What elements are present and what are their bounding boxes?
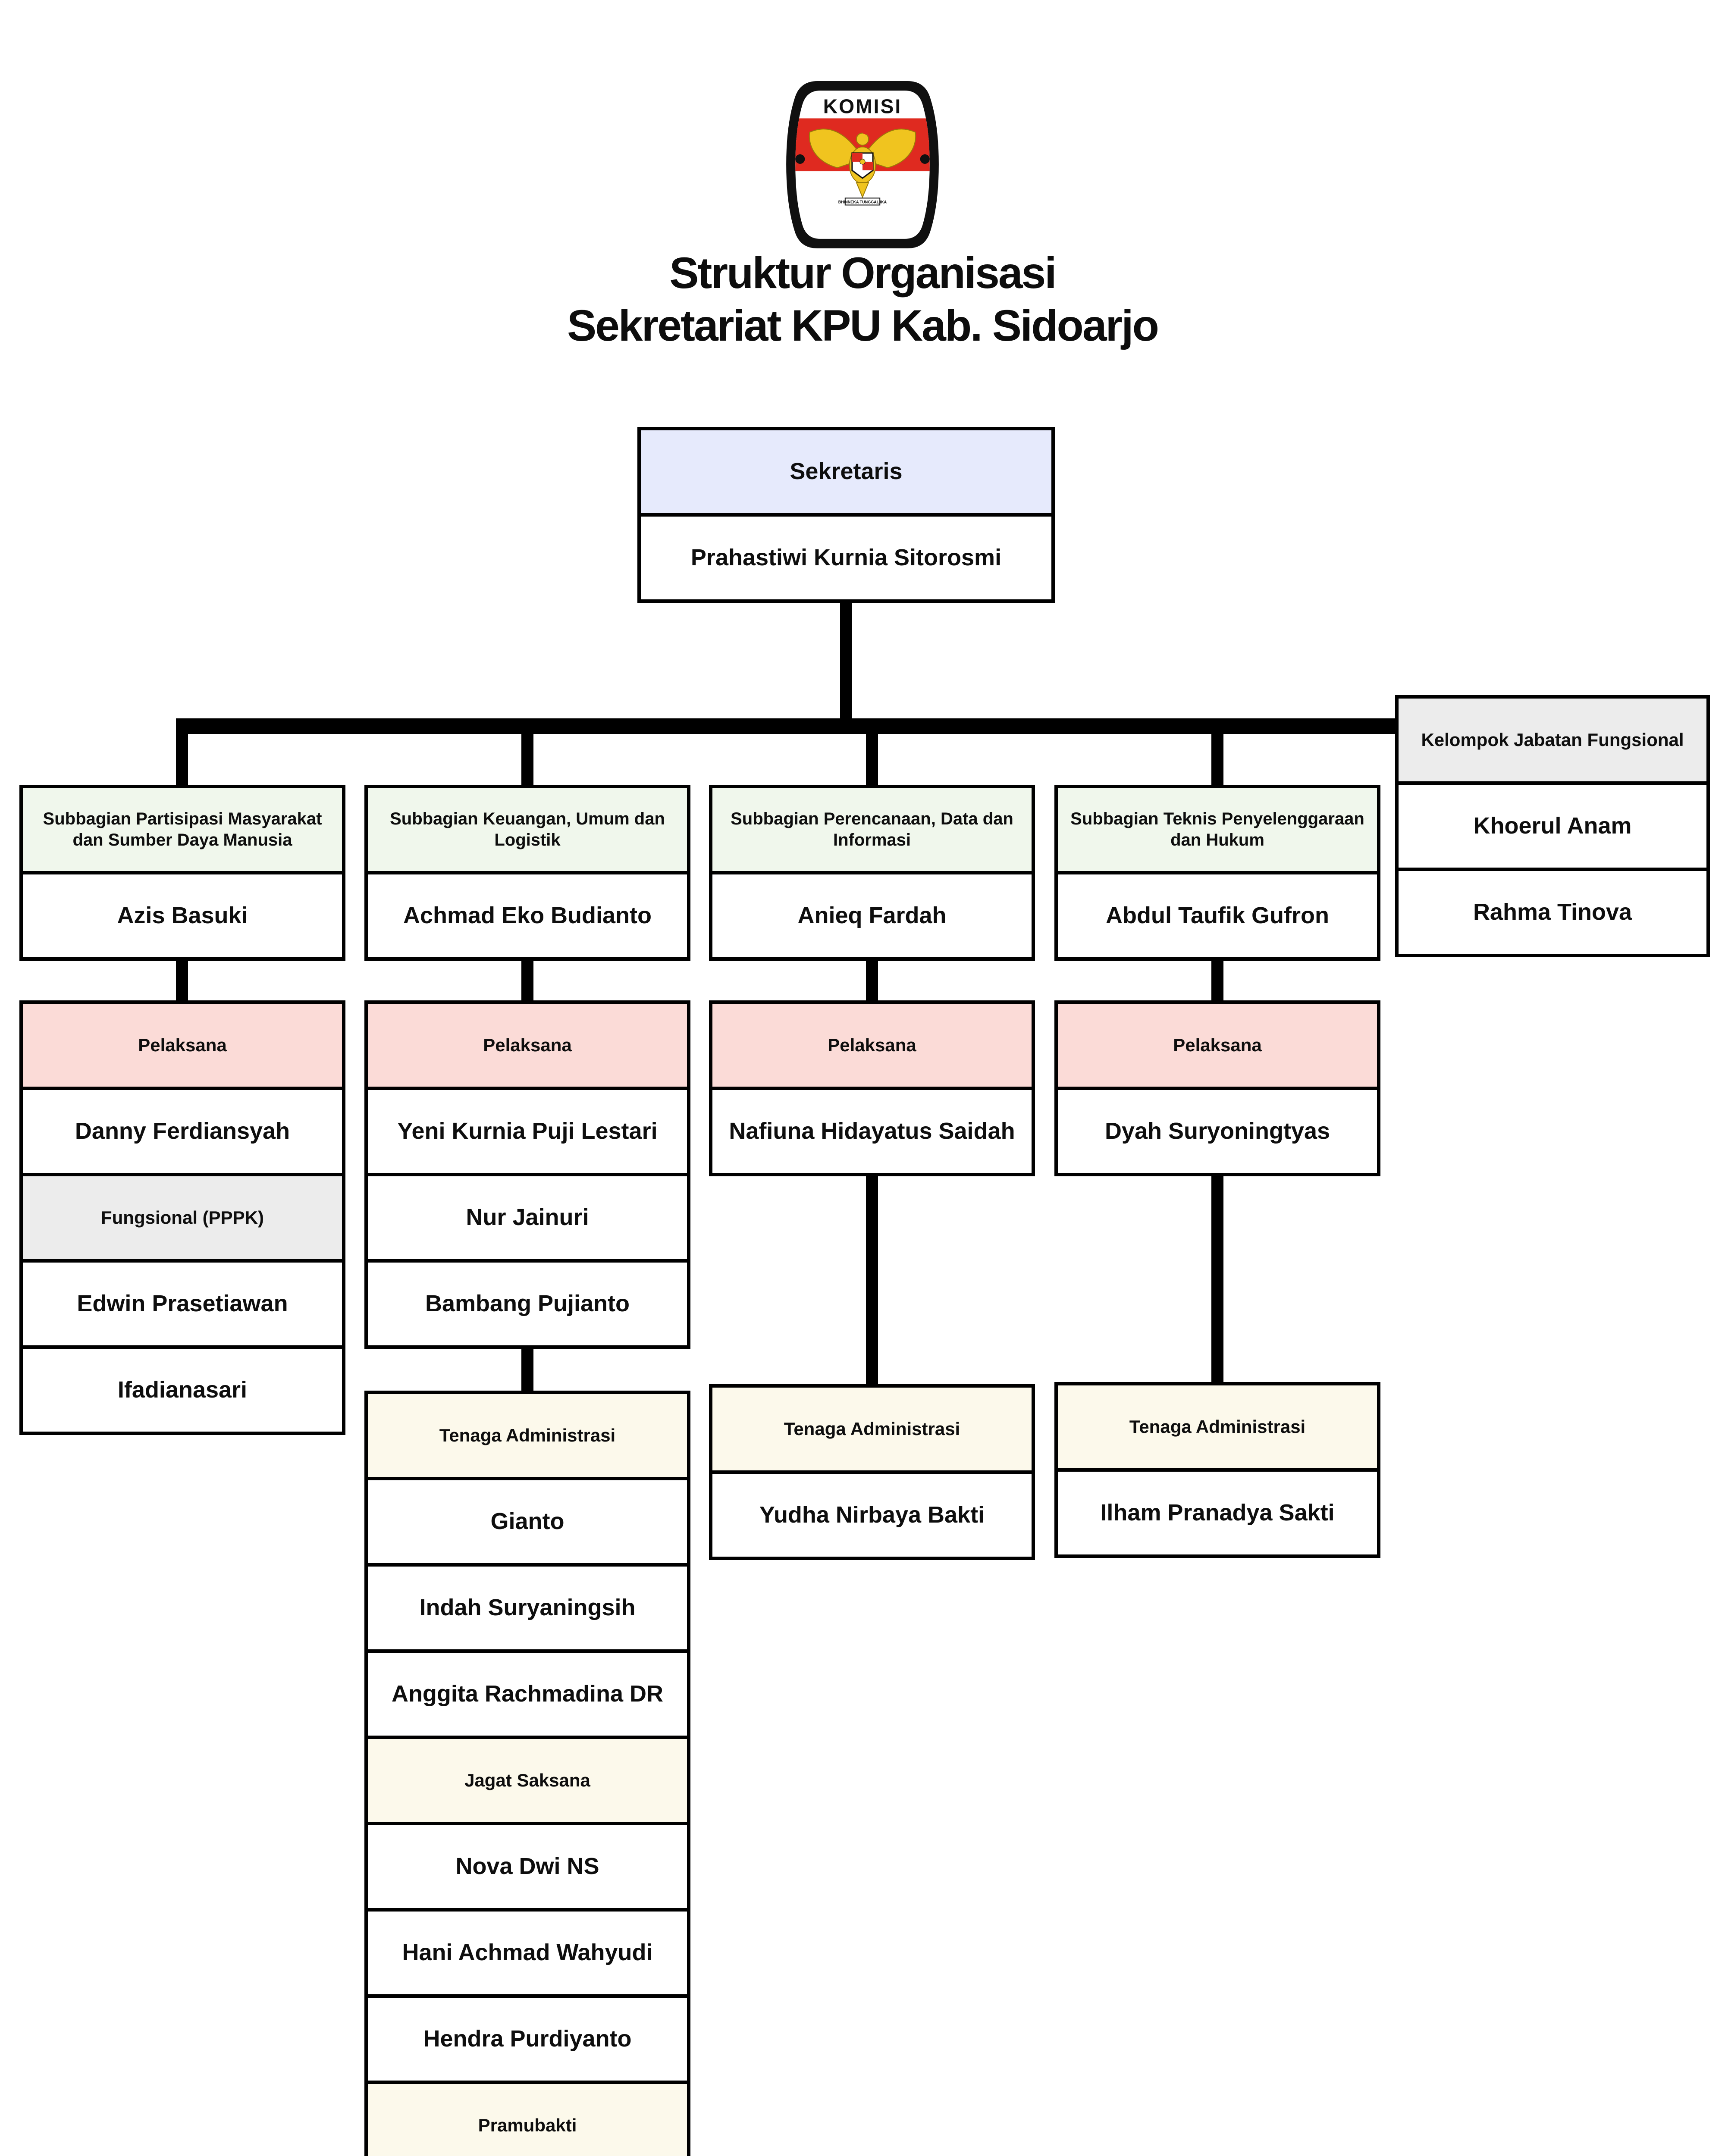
person-name-cell: Yeni Kurnia Puji Lestari (364, 1087, 690, 1176)
sekretaris-name-cell: Prahastiwi Kurnia Sitorosmi (637, 513, 1055, 603)
column-subbagian-partisipasi: Subbagian Partisipasi Masyarakat dan Sum… (19, 785, 345, 961)
garuda-emblem: BHINNEKA TUNGGAL IKA (809, 128, 916, 206)
person-name-cell: Bambang Pujianto (364, 1259, 690, 1349)
person-name-cell: Khoerul Anam (1395, 781, 1710, 871)
person-name-cell: Rahma Tinova (1395, 868, 1710, 957)
column-subbagian-perencanaan: Subbagian Perencanaan, Data dan Informas… (709, 785, 1035, 961)
connector-stub-teknis (1211, 731, 1223, 787)
section-header-cell: Tenaga Administrasi (709, 1384, 1035, 1474)
section-header-cell: Pelaksana (709, 1000, 1035, 1090)
person-name-cell: Abdul Taufik Gufron (1054, 871, 1380, 961)
person-name-cell: Yudha Nirbaya Bakti (709, 1470, 1035, 1560)
section-header-cell: Subbagian Teknis Penyelenggaraan dan Huk… (1054, 785, 1380, 874)
connector-stub-tenaga-perencanaan (866, 1171, 878, 1388)
connector-horizontal-bar (176, 718, 1399, 734)
connector-trunk (840, 597, 852, 724)
logo-komisi-text: KOMISI (823, 95, 902, 117)
person-name-cell: Nur Jainuri (364, 1173, 690, 1263)
connector-stub-pelaksana-teknis (1211, 954, 1223, 1003)
connector-stub-tenaga-teknis (1211, 1171, 1223, 1385)
section-header-cell: Pelaksana (1054, 1000, 1380, 1090)
section-header-cell: Pelaksana (19, 1000, 345, 1090)
section-header-cell: Subbagian Partisipasi Masyarakat dan Sum… (19, 785, 345, 874)
sekretaris-role-cell: Sekretaris (637, 427, 1055, 517)
person-name-cell: Hani Achmad Wahyudi (364, 1908, 690, 1998)
person-name-cell: Azis Basuki (19, 871, 345, 961)
person-name-cell: Anieq Fardah (709, 871, 1035, 961)
column-subbagian-teknis: Subbagian Teknis Penyelenggaraan dan Huk… (1054, 785, 1380, 961)
logo-left-dot (795, 154, 805, 164)
page-title: Struktur Organisasi Sekretariat KPU Kab.… (0, 247, 1725, 352)
logo-right-dot (920, 154, 930, 164)
person-name-cell: Gianto (364, 1477, 690, 1567)
section-header-cell: Jagat Saksana (364, 1736, 690, 1825)
kpu-logo: KOMISI BHINNEKA TUNGGAL IKA PEMILIHAN UM… (786, 81, 939, 248)
person-name-cell: Nafiuna Hidayatus Saidah (709, 1087, 1035, 1176)
section-header-cell: Kelompok Jabatan Fungsional (1395, 695, 1710, 785)
connector-stub-tenaga-keuangan (521, 1344, 533, 1394)
connector-stub-pelaksana-partisipasi (176, 954, 188, 1003)
logo-motto-text: BHINNEKA TUNGGAL IKA (838, 200, 887, 204)
section-header-cell: Tenaga Administrasi (1054, 1382, 1380, 1472)
person-name-cell: Achmad Eko Budianto (364, 871, 690, 961)
section-header-cell: Fungsional (PPPK) (19, 1173, 345, 1263)
person-name-cell: Nova Dwi NS (364, 1822, 690, 1912)
connector-stub-keuangan (521, 731, 533, 787)
connector-stub-partisipasi (176, 731, 188, 787)
page-title-line2: Sekretariat KPU Kab. Sidoarjo (567, 301, 1159, 351)
person-name-cell: Indah Suryaningsih (364, 1563, 690, 1653)
person-name-cell: Edwin Prasetiawan (19, 1259, 345, 1349)
section-header-cell: Pramubakti (364, 2081, 690, 2156)
page-title-line1: Struktur Organisasi (669, 248, 1057, 298)
section-header-cell: Subbagian Keuangan, Umum dan Logistik (364, 785, 690, 874)
section-header-cell: Tenaga Administrasi (364, 1391, 690, 1480)
section-header-cell: Pelaksana (364, 1000, 690, 1090)
person-name-cell: Ifadianasari (19, 1345, 345, 1435)
person-name-cell: Ilham Pranadya Sakti (1054, 1468, 1380, 1558)
person-name-cell: Hendra Purdiyanto (364, 1994, 690, 2084)
person-name-cell: Danny Ferdiansyah (19, 1087, 345, 1176)
connector-stub-pelaksana-keuangan (521, 954, 533, 1003)
connector-stub-perencanaan (866, 731, 878, 787)
sekretaris-box: Sekretaris Prahastiwi Kurnia Sitorosmi (637, 427, 1055, 603)
person-name-cell: Dyah Suryoningtyas (1054, 1087, 1380, 1176)
person-name-cell: Anggita Rachmadina DR (364, 1649, 690, 1739)
connector-stub-pelaksana-perencanaan (866, 954, 878, 1003)
section-header-cell: Subbagian Perencanaan, Data dan Informas… (709, 785, 1035, 874)
